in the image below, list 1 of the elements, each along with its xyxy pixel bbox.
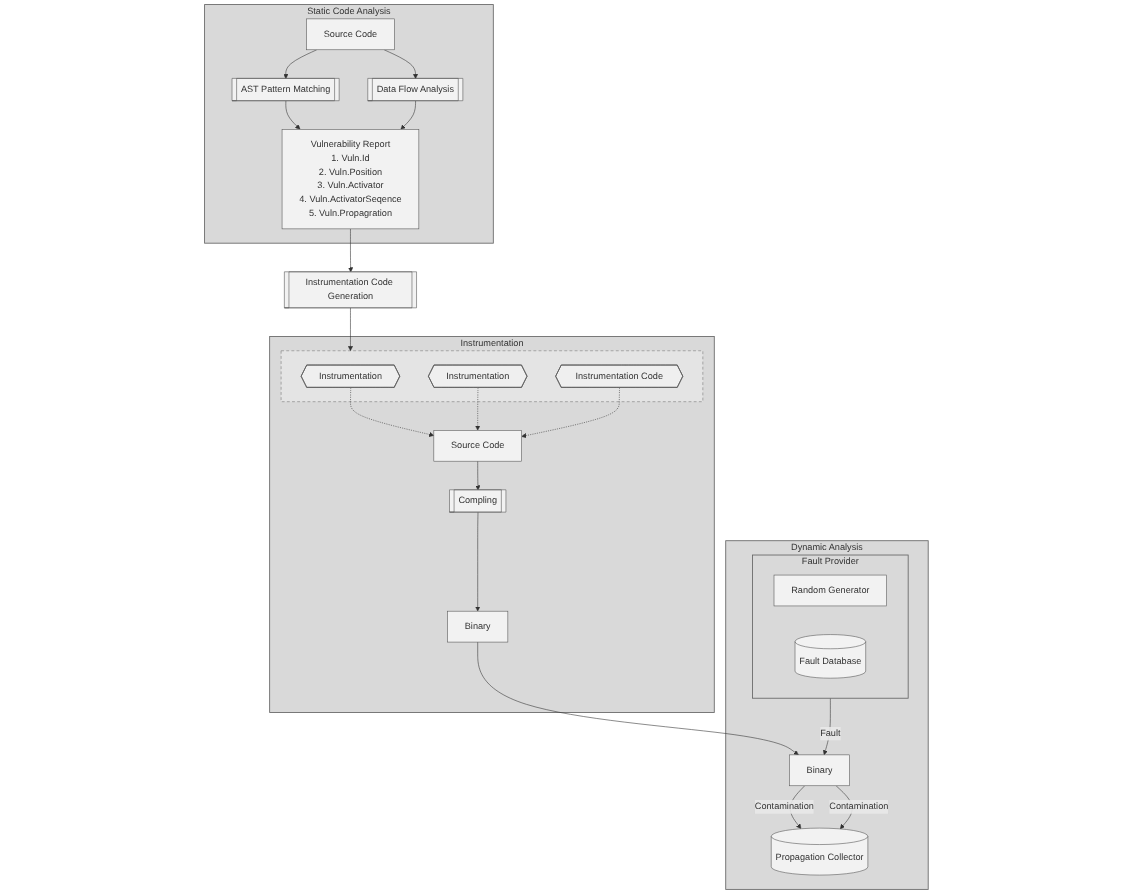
cluster xyxy=(281,350,704,402)
